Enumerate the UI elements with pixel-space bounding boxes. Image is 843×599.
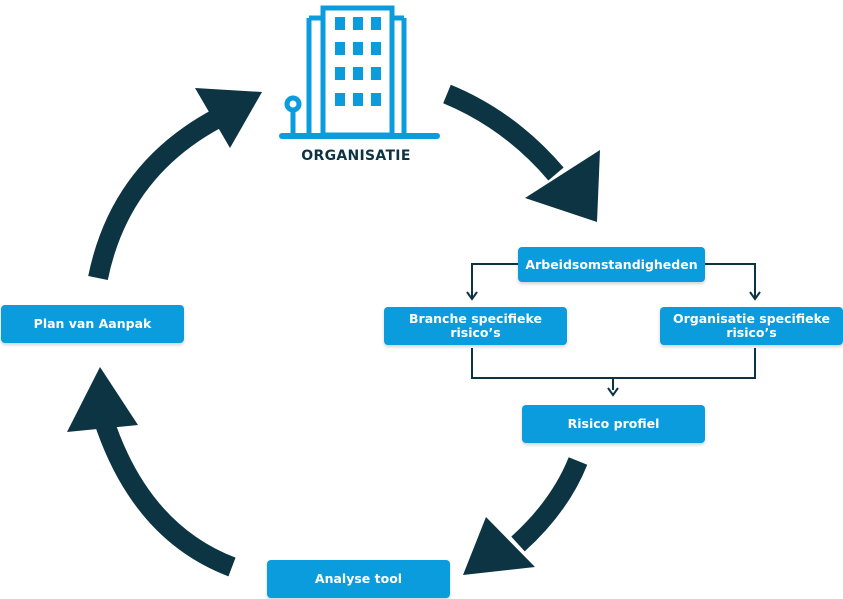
box-arbeidsomstandigheden-label: Arbeidsomstandigheden (525, 256, 698, 272)
organisation-label: ORGANISATIE (301, 148, 411, 164)
cycle-arrow-top-right (443, 84, 600, 222)
box-organisatie-specifieke-risicos: Organisatie specifieke risico’s (660, 307, 843, 345)
box-branche-label: Branche specifieke risico’s (409, 311, 542, 340)
cycle-arrow-bottom-right (463, 457, 588, 575)
box-analyse-label: Analyse tool (314, 571, 403, 586)
box-plan-van-aanpak: Plan van Aanpak (1, 305, 184, 343)
box-organisatie-label: Organisatie specifieke risico’s (672, 311, 831, 340)
cycle-arrow-top-left (88, 88, 262, 281)
box-analyse-tool: Analyse tool (267, 560, 450, 598)
connector-lines (471, 263, 756, 390)
box-branche-specifieke-risicos: Branche specifieke risico’s (384, 307, 567, 345)
box-risico-profiel: Risico profiel (522, 405, 705, 443)
cycle-arrow-bottom-left (67, 367, 236, 577)
box-plan-label: Plan van Aanpak (33, 316, 152, 331)
box-risico-label: Risico profiel (567, 416, 660, 431)
box-arbeidsomstandigheden: Arbeidsomstandigheden (518, 247, 705, 282)
building-windows (335, 17, 381, 106)
connector-arrowheads (466, 291, 761, 397)
